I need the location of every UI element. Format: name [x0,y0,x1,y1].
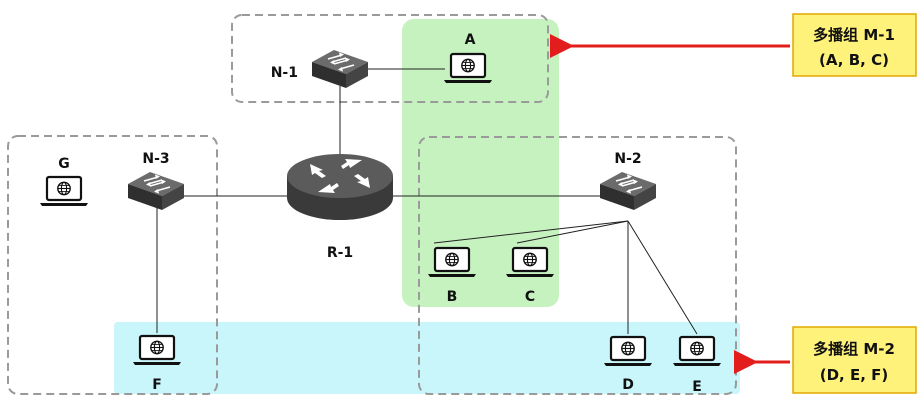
links [156,68,698,335]
host-d-label: D [622,377,634,393]
switch-n3-label: N-3 [142,151,169,167]
link-n2-c [516,220,629,244]
multicast-group-m2-region [114,322,740,394]
multicast-group-m1-region [402,19,559,307]
host-g-label: G [58,156,70,172]
callout-m1-title: 多播组 M-1 [813,26,895,44]
callout-m1-members: (A, B, C) [819,51,889,69]
callout-m2-title: 多播组 M-2 [813,340,895,358]
host-f-label: F [152,377,162,393]
router-label: R-1 [327,245,353,261]
zone-n1 [231,14,549,103]
link-n2-e [627,220,698,335]
switch-n1-icon[interactable] [311,49,369,89]
host-c-label: C [525,289,535,305]
zone-n3 [7,135,218,395]
host-e-label: E [692,379,702,395]
switch-n1-label: N-1 [271,65,298,81]
host-a-label: A [465,32,476,48]
router-arrows-icon [310,159,370,193]
switch-n3-icon[interactable] [127,171,185,211]
switch-n2-label: N-2 [614,151,641,167]
host-b-label: B [447,289,458,305]
link-n2-b [433,220,629,244]
zone-n2 [418,136,737,395]
host-g-laptop-icon[interactable] [38,175,90,208]
switch-n2-icon[interactable] [599,171,657,211]
callout-m1: 多播组 M-1 (A, B, C) [792,13,917,77]
callout-m2: 多播组 M-2 (D, E, F) [792,326,917,394]
router-r1[interactable] [287,154,393,220]
callout-m2-members: (D, E, F) [820,366,889,384]
